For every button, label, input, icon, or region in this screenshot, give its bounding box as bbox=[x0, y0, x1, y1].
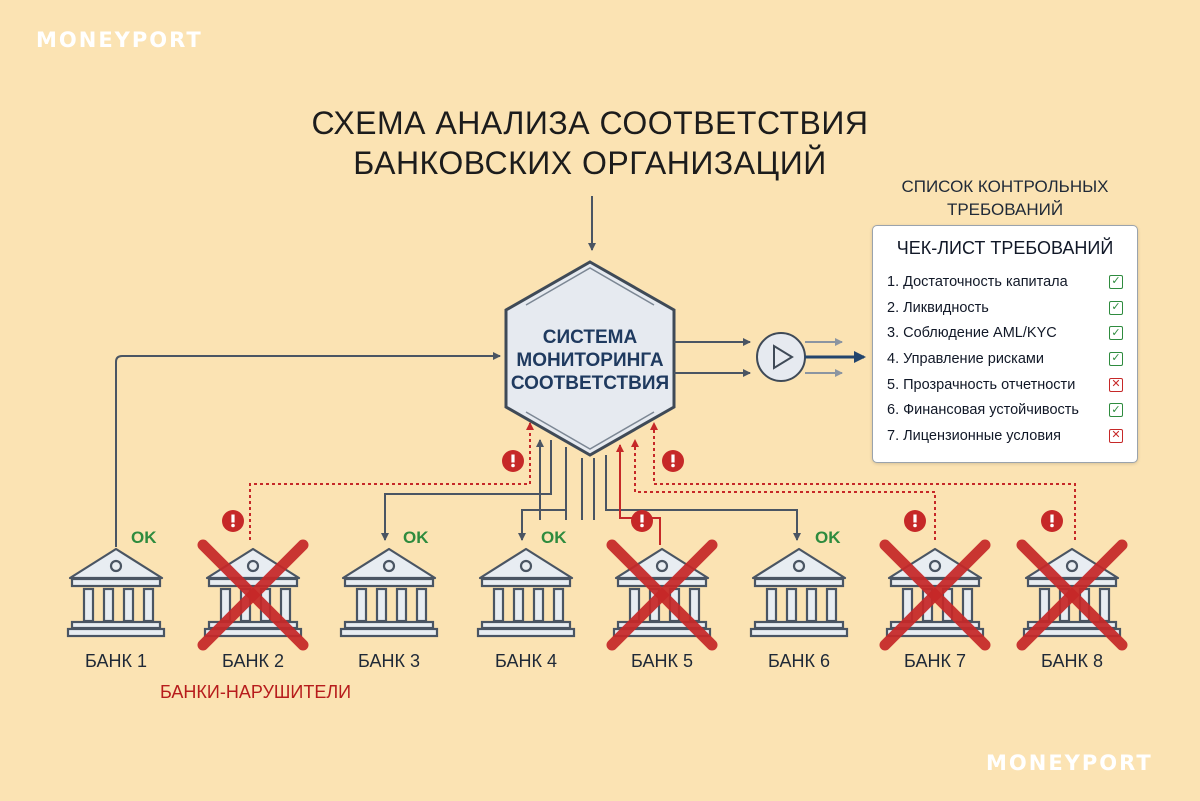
hexagon-inner-top bbox=[525, 267, 655, 306]
connector-bank-3 bbox=[381, 440, 552, 541]
monitoring-label-line-1: СИСТЕМА bbox=[542, 327, 638, 348]
requirement-item: 7. Лицензионные условия ✕ bbox=[887, 423, 1123, 449]
alert-icon bbox=[662, 450, 684, 472]
monitoring-label-line-3: СООТВЕТСТВИЯ bbox=[510, 373, 670, 394]
ok-badge-bank-6: OK bbox=[815, 528, 841, 547]
ok-badge-bank-4: OK bbox=[541, 528, 567, 547]
checkmark-icon: ✓ bbox=[1109, 300, 1123, 315]
monitoring-label-line-2: МОНИТОРИНГА bbox=[516, 350, 664, 371]
checkmark-icon: ✓ bbox=[1109, 274, 1123, 289]
hexagon-inner-bottom bbox=[525, 411, 655, 450]
ok-badge-bank-1: OK bbox=[131, 528, 157, 547]
connector-bank-6 bbox=[605, 455, 801, 541]
bank-icon bbox=[66, 547, 166, 638]
bank-label-4: БАНК 4 bbox=[495, 651, 557, 671]
requirement-label: 1. Достаточность капитала bbox=[887, 273, 1068, 290]
violation-cross-icon bbox=[1016, 539, 1128, 651]
requirements-list: 1. Достаточность капитала ✓ 2. Ликвидност… bbox=[887, 269, 1123, 449]
bank-label-6: БАНК 6 bbox=[768, 651, 830, 671]
checklist-panel: ЧЕК-ЛИСТ ТРЕБОВАНИЙ 1. Достаточность кап… bbox=[872, 225, 1138, 463]
violation-connector-bank-2 bbox=[249, 422, 534, 540]
connector-bank-1 bbox=[115, 352, 501, 547]
monitoring-hexagon bbox=[504, 260, 676, 457]
brand-logo-bottom: MONEYPORT bbox=[986, 751, 1153, 775]
violation-cross-icon bbox=[606, 539, 718, 651]
requirement-item: 4. Управление рисками ✓ bbox=[887, 346, 1123, 372]
alert-icon bbox=[222, 510, 244, 532]
requirement-label: 2. Ликвидность bbox=[887, 299, 989, 316]
requirement-item: 1. Достаточность капитала ✓ bbox=[887, 269, 1123, 295]
checkmark-icon: ✓ bbox=[1109, 403, 1123, 418]
violation-connector-bank-8 bbox=[650, 422, 1076, 540]
checkmark-icon: ✓ bbox=[1109, 326, 1123, 341]
violation-cross-icon bbox=[879, 539, 991, 651]
checklist-caption: СПИСОК КОНТРОЛЬНЫХ ТРЕБОВАНИЙ bbox=[870, 175, 1140, 221]
alert-icon bbox=[631, 510, 653, 532]
bank-icon bbox=[476, 547, 576, 638]
requirement-label: 5. Прозрачность отчетности bbox=[887, 376, 1076, 393]
cross-icon: ✕ bbox=[1109, 377, 1123, 392]
alert-icon bbox=[904, 510, 926, 532]
requirement-item: 2. Ликвидность ✓ bbox=[887, 295, 1123, 321]
bank-label-8: БАНК 8 bbox=[1041, 651, 1103, 671]
violation-connector-bank-7 bbox=[631, 439, 936, 540]
requirement-label: 7. Лицензионные условия bbox=[887, 427, 1061, 444]
bank-label-5: БАНК 5 bbox=[631, 651, 693, 671]
bank-label-2: БАНК 2 bbox=[222, 651, 284, 671]
checklist-title: ЧЕК-ЛИСТ ТРЕБОВАНИЙ bbox=[896, 238, 1114, 258]
diagram-title: СХЕМА АНАЛИЗА СООТВЕТСТВИЯ БАНКОВСКИХ ОР… bbox=[300, 103, 880, 183]
requirement-item: 6. Финансовая устойчивость ✓ bbox=[887, 397, 1123, 423]
monitoring-system-label: СИСТЕМА МОНИТОРИНГА СООТВЕТСТВИЯ bbox=[510, 326, 670, 395]
banks-row bbox=[66, 510, 1128, 651]
play-circle-icon bbox=[756, 332, 806, 382]
title-line-1: СХЕМА АНАЛИЗА СООТВЕТСТВИЯ bbox=[311, 105, 869, 141]
requirement-item: 3. Соблюдение AML/KYC ✓ bbox=[887, 320, 1123, 346]
requirement-label: 3. Соблюдение AML/KYC bbox=[887, 325, 1057, 342]
bank-label-3: БАНК 3 bbox=[358, 651, 420, 671]
checklist-caption-line-2: ТРЕБОВАНИЙ bbox=[946, 200, 1064, 219]
alert-icon bbox=[1041, 510, 1063, 532]
ok-badge-bank-3: OK bbox=[403, 528, 429, 547]
requirement-label: 4. Управление рисками bbox=[887, 350, 1044, 367]
play-triangle bbox=[773, 344, 794, 370]
violators-caption: БАНКИ-НАРУШИТЕЛИ bbox=[160, 682, 352, 702]
bank-icon bbox=[749, 547, 849, 638]
title-line-2: БАНКОВСКИХ ОРГАНИЗАЦИЙ bbox=[353, 145, 827, 181]
bank-icon bbox=[339, 547, 439, 638]
bank-label-7: БАНК 7 bbox=[904, 651, 966, 671]
violation-cross-icon bbox=[197, 539, 309, 651]
alert-icon bbox=[502, 450, 524, 472]
requirement-item: 5. Прозрачность отчетности ✕ bbox=[887, 372, 1123, 398]
requirement-label: 6. Финансовая устойчивость bbox=[887, 402, 1079, 419]
bank-label-1: БАНК 1 bbox=[85, 651, 147, 671]
checklist-caption-line-1: СПИСОК КОНТРОЛЬНЫХ bbox=[901, 177, 1109, 196]
checkmark-icon: ✓ bbox=[1109, 351, 1123, 366]
cross-icon: ✕ bbox=[1109, 428, 1123, 443]
brand-logo: MONEYPORT bbox=[36, 28, 203, 52]
